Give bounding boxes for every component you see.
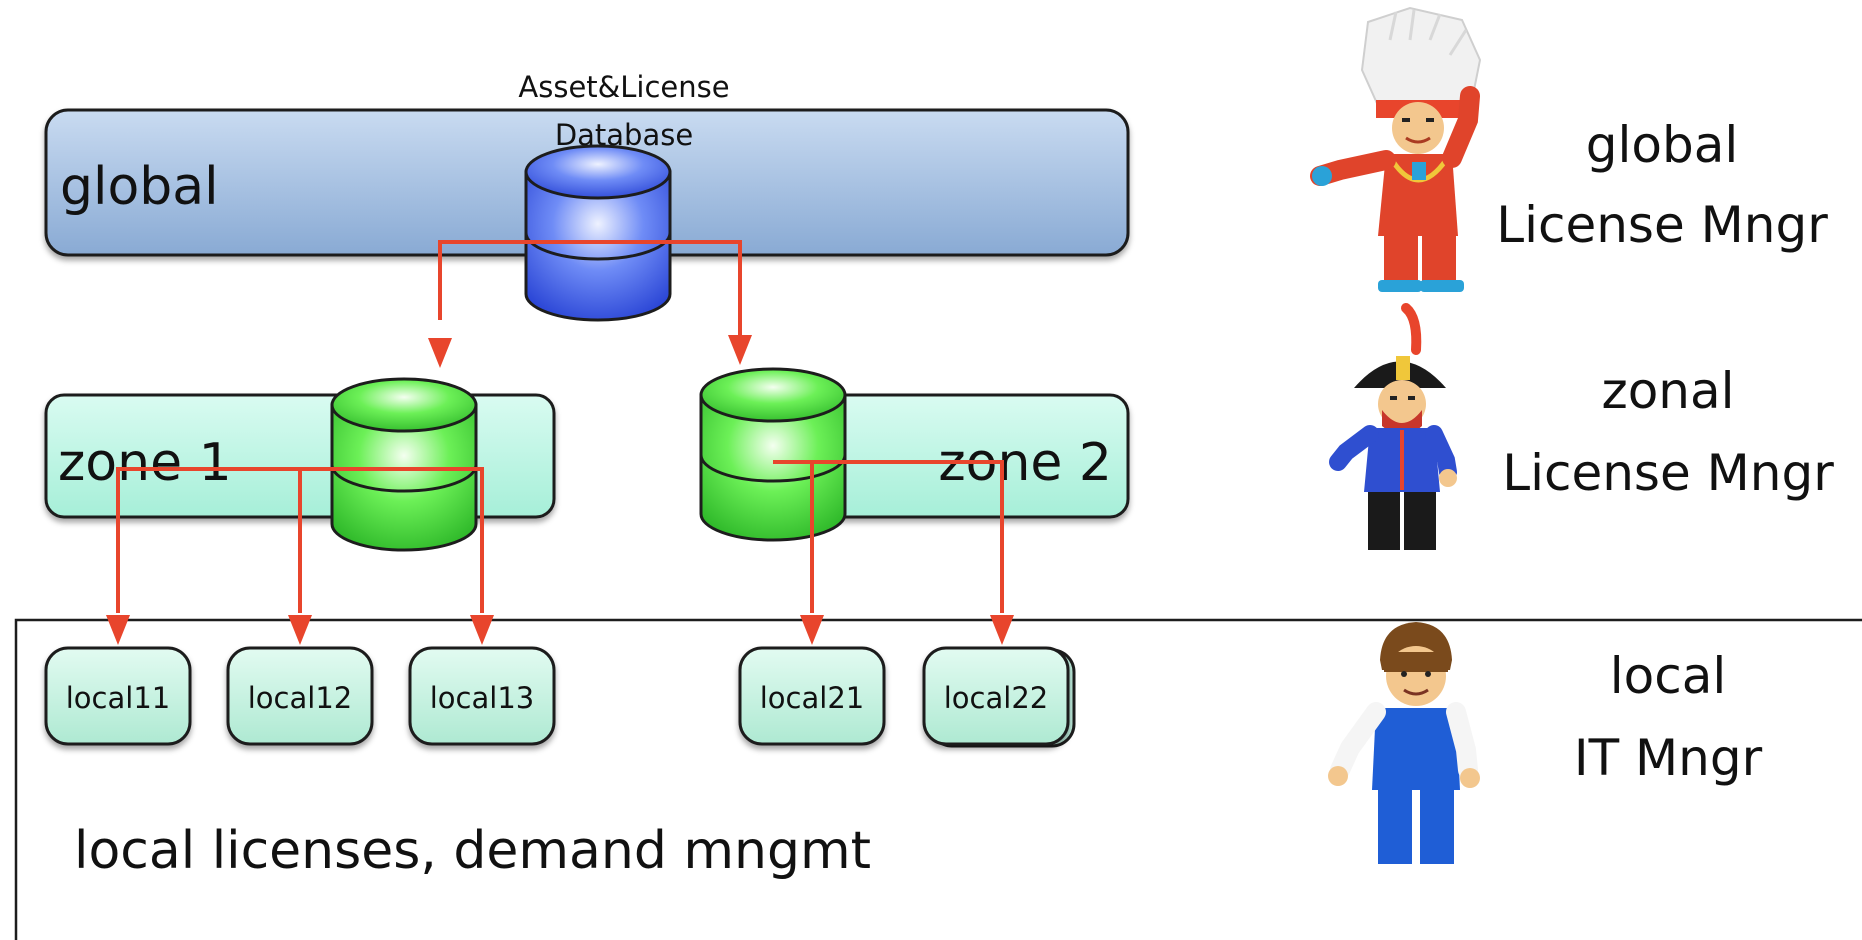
arrowhead-local12 — [288, 615, 312, 645]
global-tier-label: global — [60, 157, 219, 217]
arrowhead-zone1 — [428, 338, 452, 368]
local-node-local21: local21 — [738, 646, 886, 746]
arrowhead-local11 — [106, 615, 130, 645]
local-node-local12: local12 — [226, 646, 374, 746]
local-node-local11: local11 — [44, 646, 192, 746]
global-database-icon — [524, 144, 672, 322]
arrowhead-local21 — [800, 615, 824, 645]
arrow-zone2-to-local22 — [773, 460, 1004, 613]
zone1-database-icon — [330, 377, 478, 552]
arrowhead-local13 — [470, 615, 494, 645]
distribution-arrows — [116, 240, 1004, 613]
local-node-local22: local22 — [922, 646, 1076, 748]
worker-figure-icon — [1328, 622, 1480, 864]
arrowhead-local22 — [990, 615, 1014, 645]
local-node-label: local12 — [248, 681, 352, 715]
role-global-line1: global — [1586, 116, 1739, 174]
arrow-heads — [106, 335, 1014, 645]
local-node-label: local11 — [66, 681, 170, 715]
local-tier-caption: local licenses, demand mngmt — [74, 821, 871, 881]
role-zonal-line2: License Mngr — [1502, 444, 1834, 502]
zone2-database-icon — [699, 367, 847, 542]
zone1-label: zone 1 — [58, 433, 232, 493]
database-caption-line1: Asset&License — [518, 70, 729, 104]
local-node-label: local13 — [430, 681, 534, 715]
role-global-line2: License Mngr — [1496, 196, 1828, 254]
role-local-line2: IT Mngr — [1574, 729, 1763, 787]
local-node-label: local21 — [760, 681, 864, 715]
arrowhead-zone2 — [728, 335, 752, 365]
role-zonal-line1: zonal — [1601, 362, 1734, 420]
arrow-global-to-zones — [438, 240, 742, 345]
officer-figure-icon — [1329, 303, 1457, 550]
chief-figure-icon — [1310, 6, 1482, 292]
local-node-label: local22 — [944, 681, 1048, 715]
local-node-local13: local13 — [408, 646, 556, 746]
role-local-line1: local — [1610, 647, 1727, 705]
